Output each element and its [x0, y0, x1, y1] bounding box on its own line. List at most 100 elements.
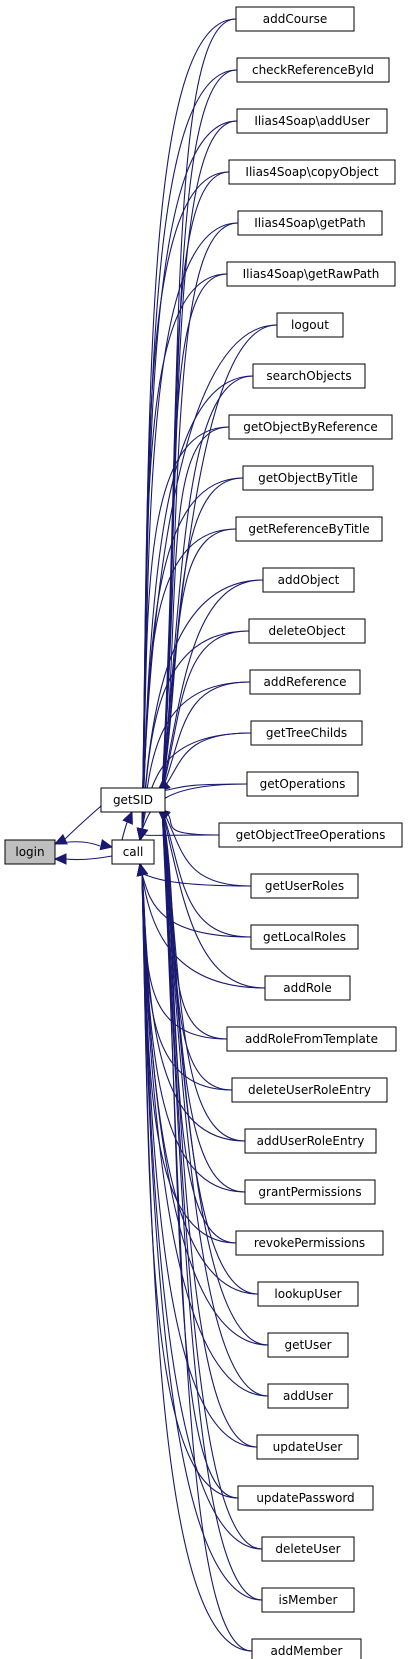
node-getobjecttreeoperations[interactable]: getObjectTreeOperations [218, 822, 403, 848]
node-getobjecttreeoperations-label: getObjectTreeOperations [236, 828, 386, 842]
edge-getoperations-to-getsid [161, 783, 248, 792]
edge-getobjectbytitle-to-getsid [161, 477, 244, 792]
node-addreference-label: addReference [263, 675, 346, 689]
node-getobjectbytitle-box [242, 465, 374, 491]
node-call[interactable]: call [111, 839, 155, 865]
edge-login-to-call [54, 841, 101, 847]
node-getoperations-label: getOperations [260, 777, 346, 791]
node-searchobjects[interactable]: searchObjects [252, 363, 366, 389]
node-addrolefromtemplate[interactable]: addRoleFromTemplate [226, 1026, 397, 1052]
arrow-addmember-to-call [136, 862, 149, 877]
node-addmember-box [251, 1638, 362, 1659]
edge-getobjecttreeoperations-to-getsid [161, 808, 220, 836]
node-getoperations[interactable]: getOperations [246, 771, 359, 797]
edge-addrolefromtemplate-to-call [141, 873, 228, 1040]
node-getlocalroles-box [250, 924, 359, 950]
node-addcourse-label: addCourse [263, 12, 327, 26]
node-getobjectbyreference[interactable]: getObjectByReference [228, 414, 393, 440]
node-getobjecttreeoperations-box [218, 822, 403, 848]
edges-layer [53, 18, 278, 1652]
node-ismember-box [261, 1587, 355, 1613]
node-deleteuser[interactable]: deleteUser [261, 1536, 355, 1562]
node-getreferencebytitle-box [235, 516, 383, 542]
arrow-getobjecttreeoperations-to-call [136, 827, 149, 842]
edge-adduser-to-getsid [161, 808, 269, 1397]
node-ilias4soap-copyobject[interactable]: Ilias4Soap\copyObject [228, 159, 396, 185]
node-addcourse[interactable]: addCourse [235, 6, 355, 32]
edge-gettreechilds-to-call [141, 732, 252, 831]
node-addreference[interactable]: addReference [249, 669, 361, 695]
node-getobjectbytitle-label: getObjectByTitle [258, 471, 358, 485]
node-getsid-box [100, 787, 166, 813]
node-gettreechilds[interactable]: getTreeChilds [250, 720, 363, 746]
node-checkreferencebyid[interactable]: checkReferenceById [236, 57, 390, 83]
node-getuser-box [267, 1332, 349, 1358]
node-adduser[interactable]: addUser [267, 1383, 349, 1409]
node-ilias4soap-getrawpath[interactable]: Ilias4Soap\getRawPath [226, 261, 396, 287]
node-addrole[interactable]: addRole [264, 975, 351, 1001]
nodes-layer: addCourse checkReferenceByIdIlias4Soap\ad… [4, 6, 403, 1659]
edge-addrolefromtemplate-to-getsid [161, 808, 228, 1040]
edge-ilias4soap-copyobject-to-getsid [161, 171, 230, 792]
node-searchobjects-label: searchObjects [266, 369, 351, 383]
node-call-label: call [123, 845, 144, 859]
node-getsid-label: getSID [113, 793, 153, 807]
node-deleteuserroleentry[interactable]: deleteUserRoleEntry [231, 1077, 388, 1103]
node-ilias4soap-getpath[interactable]: Ilias4Soap\getPath [237, 210, 383, 236]
edge-updateuser-to-call [141, 873, 258, 1448]
node-ilias4soap-adduser[interactable]: Ilias4Soap\addUser [236, 108, 388, 134]
node-deleteobject[interactable]: deleteObject [248, 618, 366, 644]
edge-getobjectbytitle-to-call [141, 477, 244, 831]
node-adduserroleentry-label: addUserRoleEntry [257, 1134, 365, 1148]
node-updateuser[interactable]: updateUser [256, 1434, 359, 1460]
arrow-login-to-call [99, 838, 114, 851]
edge-getsid-to-login [61, 805, 102, 843]
node-getsid[interactable]: getSID [100, 787, 166, 813]
edge-getlocalroles-to-getsid [161, 808, 252, 938]
node-gettreechilds-label: getTreeChilds [266, 726, 347, 740]
edge-adduser-to-call [141, 873, 269, 1397]
node-grantpermissions-box [244, 1179, 376, 1205]
node-revokepermissions[interactable]: revokePermissions [235, 1230, 384, 1256]
node-adduser-box [267, 1383, 349, 1409]
node-checkreferencebyid-label: checkReferenceById [252, 63, 374, 77]
edge-ismember-to-call [141, 873, 263, 1601]
node-deleteuserroleentry-box [231, 1077, 388, 1103]
node-getlocalroles[interactable]: getLocalRoles [250, 924, 359, 950]
arrow-call-to-login [53, 853, 67, 865]
node-getuserroles[interactable]: getUserRoles [250, 873, 359, 899]
node-updatepassword-label: updatePassword [256, 1491, 354, 1505]
node-lookupuser[interactable]: lookupUser [257, 1281, 359, 1307]
node-deleteobject-label: deleteObject [269, 624, 346, 638]
arrow-call-to-getsid [122, 810, 133, 825]
node-updateuser-box [256, 1434, 359, 1460]
node-ismember[interactable]: isMember [261, 1587, 355, 1613]
node-adduserroleentry[interactable]: addUserRoleEntry [244, 1128, 377, 1154]
node-deleteobject-box [248, 618, 366, 644]
node-getobjectbytitle[interactable]: getObjectByTitle [242, 465, 374, 491]
node-grantpermissions-label: grantPermissions [258, 1185, 361, 1199]
node-lookupuser-label: lookupUser [274, 1287, 341, 1301]
node-getreferencebytitle[interactable]: getReferenceByTitle [235, 516, 383, 542]
node-updatepassword[interactable]: updatePassword [237, 1485, 374, 1511]
node-searchobjects-box [252, 363, 366, 389]
node-grantpermissions[interactable]: grantPermissions [244, 1179, 376, 1205]
node-addreference-box [249, 669, 361, 695]
edge-ilias4soap-getrawpath-to-call [141, 273, 228, 831]
edge-addobject-to-getsid [161, 579, 264, 792]
node-gettreechilds-box [250, 720, 363, 746]
node-addobject[interactable]: addObject [262, 567, 355, 593]
node-addcourse-box [235, 6, 355, 32]
edge-ismember-to-getsid [161, 808, 263, 1601]
node-checkreferencebyid-box [236, 57, 390, 83]
node-login[interactable]: login [4, 839, 56, 865]
node-getuserroles-box [250, 873, 359, 899]
node-logout[interactable]: logout [276, 312, 344, 338]
node-lookupuser-box [257, 1281, 359, 1307]
edge-updateuser-to-getsid [161, 808, 258, 1448]
node-getuser[interactable]: getUser [267, 1332, 349, 1358]
edge-ilias4soap-getrawpath-to-getsid [161, 273, 228, 792]
node-addmember[interactable]: addMember [251, 1638, 362, 1659]
edge-getobjectbyreference-to-getsid [161, 426, 230, 792]
